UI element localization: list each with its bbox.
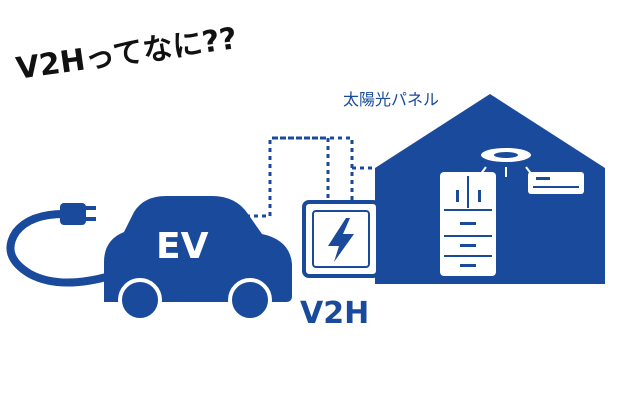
air-conditioner-icon bbox=[528, 172, 584, 194]
plug-icon bbox=[60, 203, 96, 225]
car-icon bbox=[104, 196, 292, 322]
refrigerator-icon bbox=[440, 172, 496, 276]
house-icon bbox=[375, 94, 605, 284]
ev-label: EV bbox=[156, 226, 209, 267]
charging-cable bbox=[6, 203, 114, 287]
v2h-label: V2H bbox=[300, 296, 370, 331]
solar-panel-label: 太陽光パネル bbox=[343, 90, 440, 109]
ceiling-light-icon bbox=[479, 148, 533, 177]
car-to-charger-line bbox=[246, 136, 330, 218]
v2h-charger-icon bbox=[302, 200, 380, 278]
lightning-bolt-icon bbox=[328, 218, 354, 262]
charger-to-house-line-top bbox=[270, 136, 354, 168]
charger-to-house-line bbox=[350, 166, 375, 200]
connection-lines bbox=[246, 136, 375, 218]
